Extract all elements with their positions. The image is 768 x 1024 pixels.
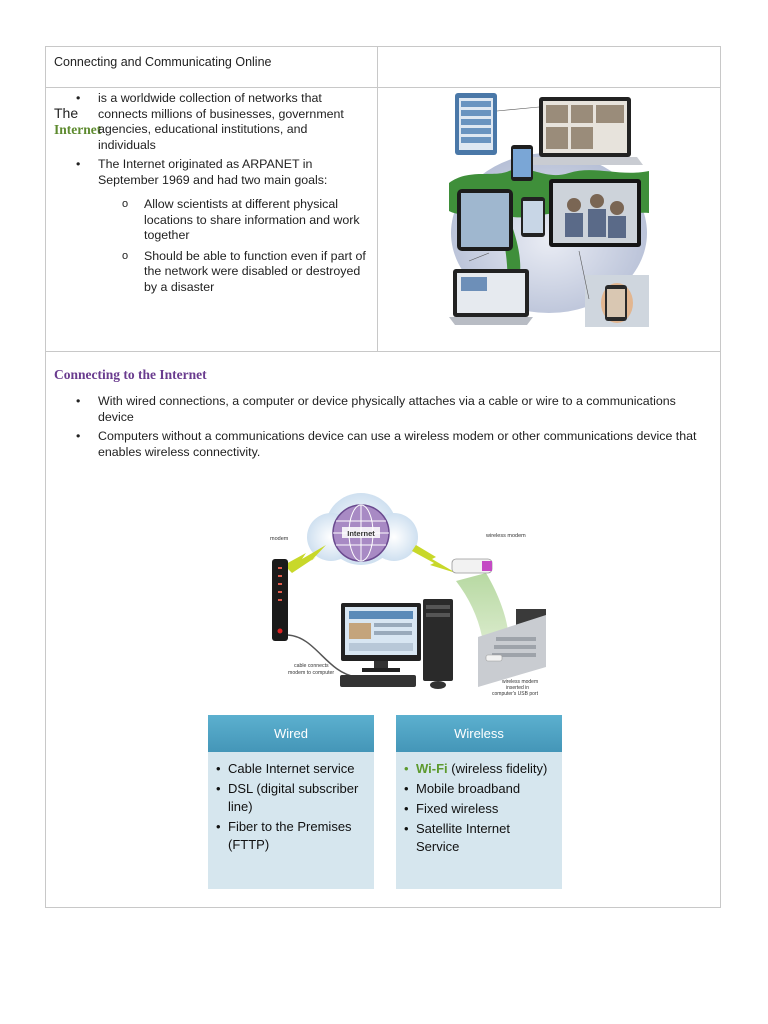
signal-bolt-icon [284,545,326,573]
usb-label: inserted in [506,685,529,691]
wired-options: •Cable Internet service •DSL (digital su… [216,760,368,854]
list-item-text: With wired connections, a computer or de… [98,394,676,424]
column-divider [377,47,378,351]
internet-devices-illustration [449,93,649,327]
internet-heading: The Internet [54,105,101,138]
usb-label: computer's USB port [492,691,539,697]
desktop-computer-icon [340,599,453,689]
modem-label: modem [270,536,289,542]
wireless-options: •Wi-Fi (wireless fidelity) •Mobile broad… [404,760,556,856]
wired-box-title: Wired [208,715,374,752]
list-item: •Mobile broadband [404,781,521,796]
section-heading-connecting: Connecting to the Internet [54,367,207,382]
list-item-text: The Internet originated as ARPANET in Se… [98,157,328,187]
list-item: •is a worldwide collection of networks t… [76,91,344,152]
cable-label: modem to computer [288,670,334,676]
list-item: •Fiber to the Premises (FTTP) [216,819,352,852]
wifi-highlight: Wi-Fi [416,761,448,776]
table-row-internet [46,87,720,352]
list-item-text: Mobile broadband [416,781,521,796]
list-item: •With wired connections, a computer or d… [76,394,676,424]
connection-diagram: Internet modem wireless modem cable conn… [270,493,546,697]
list-item: •Computers without a communications devi… [76,429,697,459]
heading-prefix: The [54,105,79,121]
cable-icon [287,634,357,678]
laptop-icon [478,609,546,687]
list-item: •The Internet originated as ARPANET in S… [76,157,328,187]
modem-icon [272,559,288,641]
usb-wireless-modem-icon [451,558,493,574]
connecting-bullets: •With wired connections, a computer or d… [76,394,708,464]
cable-label: cable connects [294,663,329,669]
wireless-box-title: Wireless [396,715,562,752]
wired-box: Wired •Cable Internet service •DSL (digi… [208,715,374,889]
list-item: •Satellite Internet Service [404,821,510,854]
wireless-modem-label: wireless modem [485,533,526,539]
list-item: •DSL (digital subscriber line) [216,781,359,814]
list-item-text: Computers without a communications devic… [98,429,697,459]
list-item: •Cable Internet service [216,761,355,776]
list-item-text: (wireless fidelity) [447,761,548,776]
list-item-text: Fiber to the Premises (FTTP) [228,819,352,852]
globe-label: Internet [347,529,375,538]
globe-icon: Internet [332,504,390,562]
list-item-text: Fixed wireless [416,801,499,816]
wireless-box: Wireless •Wi-Fi (wireless fidelity) •Mob… [396,715,562,889]
internet-bullets: •is a worldwide collection of networks t… [76,91,368,192]
list-item-text: is a worldwide collection of networks th… [98,91,344,152]
table-row-header: Connecting and Communicating Online [46,47,720,88]
list-item-text: DSL (digital subscriber line) [228,781,359,814]
document-table: Connecting and Communicating Online The … [45,46,721,908]
list-item-text: Should be able to function even if part … [144,248,366,294]
list-item-text: Satellite Internet Service [416,821,510,854]
list-item-text: Allow scientists at different physical l… [144,197,360,242]
list-item: •Fixed wireless [404,801,499,816]
heading-accent: Internet [54,122,102,137]
page-title: Connecting and Communicating Online [54,55,272,69]
usb-label: wireless modem [502,679,538,685]
list-item: •Wi-Fi (wireless fidelity) [404,761,548,776]
signal-bolt-icon [412,545,456,573]
list-item-text: Cable Internet service [228,761,355,776]
